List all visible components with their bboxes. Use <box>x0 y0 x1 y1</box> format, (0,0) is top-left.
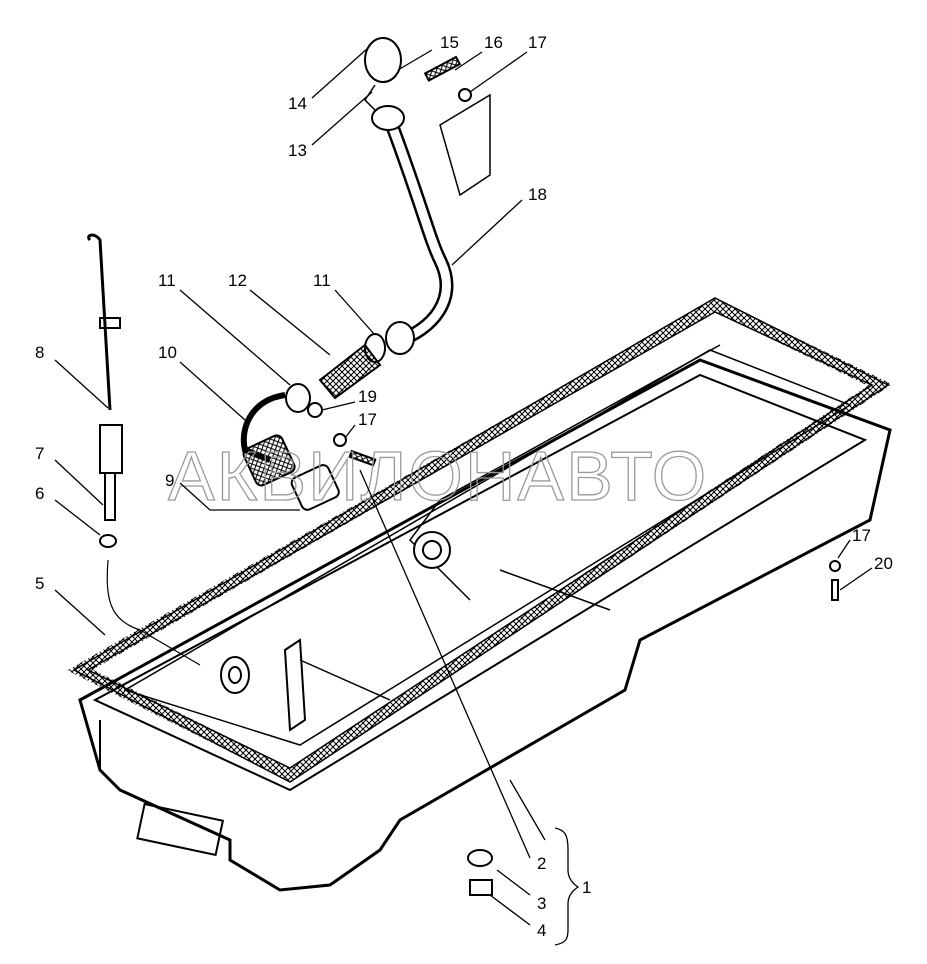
callout-11: 11 <box>313 271 331 290</box>
leader-lines <box>54 47 873 946</box>
callout-19: 19 <box>358 387 377 406</box>
callout-10: 10 <box>158 343 177 362</box>
callout-9: 9 <box>165 471 174 490</box>
callout-1: 1 <box>582 878 591 897</box>
callout-5: 5 <box>35 574 44 593</box>
callout-13: 13 <box>288 141 307 160</box>
callout-8: 8 <box>35 343 44 362</box>
callout-20: 20 <box>874 554 893 573</box>
callout-17: 17 <box>358 410 377 429</box>
callout-18: 18 <box>528 185 547 204</box>
callout-17: 17 <box>852 526 871 545</box>
callout-12: 12 <box>228 271 247 290</box>
callout-3: 3 <box>537 894 546 913</box>
callout-17: 17 <box>528 33 547 52</box>
callout-6: 6 <box>35 484 44 503</box>
callout-14: 14 <box>288 94 307 113</box>
watermark: АКВИЛОНАВТО <box>168 437 708 515</box>
callout-11: 11 <box>158 271 176 290</box>
callout-2: 2 <box>537 854 546 873</box>
callout-7: 7 <box>35 444 44 463</box>
callout-16: 16 <box>484 33 503 52</box>
callout-labels: 15 16 17 14 13 18 11 12 11 10 8 19 17 7 … <box>35 33 893 940</box>
oil-pan-drawing <box>67 37 893 896</box>
callout-4: 4 <box>537 921 546 940</box>
callout-15: 15 <box>440 33 459 52</box>
